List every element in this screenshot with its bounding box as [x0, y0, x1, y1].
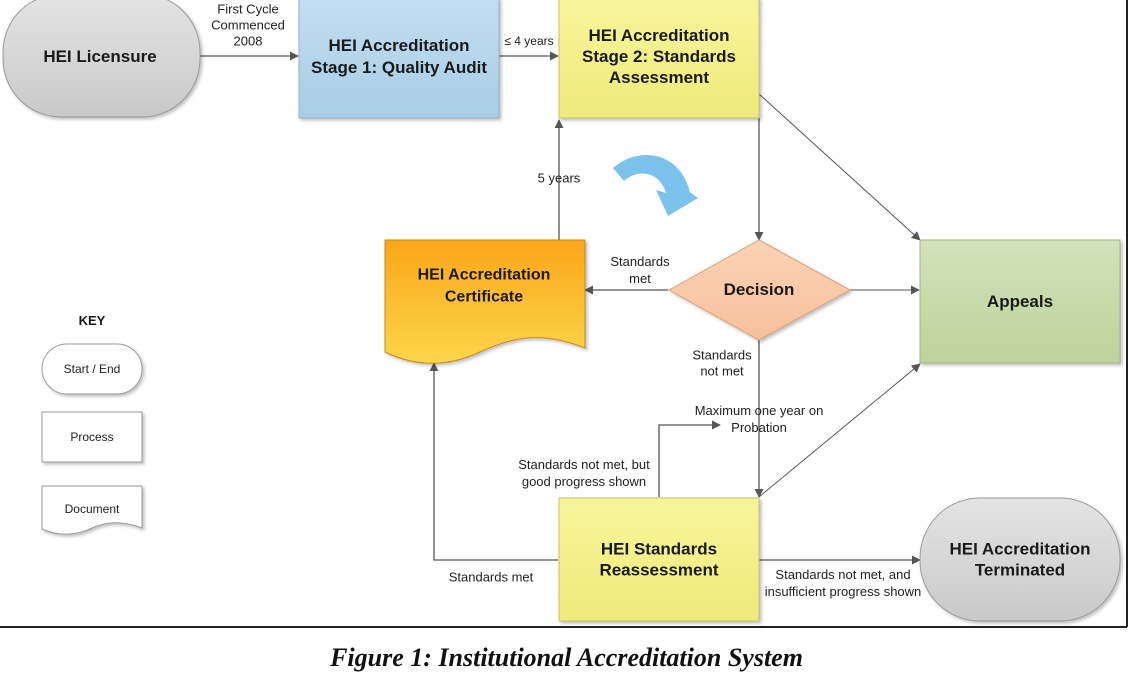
edge-label-standards-met-line: met	[629, 271, 651, 286]
node-accreditation-terminated	[919, 497, 1121, 622]
node-decision	[667, 239, 852, 341]
node-accreditation-certificate	[384, 239, 586, 364]
node-appeals	[919, 239, 1121, 364]
edge-label-standards-met-reassess-line: Standards met	[449, 570, 534, 585]
edge-label-five-years-line: 5 years	[538, 171, 581, 186]
edge-reassessment-to-certificate	[429, 362, 558, 561]
key-title: KEY	[79, 313, 106, 328]
edge-label-standards-met-reassess: Standards met	[449, 570, 534, 585]
edge-label-insufficient-progress-line: Standards not met, and	[775, 567, 910, 582]
edge-progress-to-probation	[658, 420, 721, 497]
edge-stage2-to-appeals	[758, 93, 921, 241]
node-label-licensure: HEI Licensure	[43, 47, 156, 66]
edge-label-insufficient-progress: Standards not met, and insufficient progr…	[765, 567, 922, 599]
key-start-end-shape	[41, 343, 143, 395]
node-label-stage2-line: HEI Accreditation	[588, 26, 729, 45]
node-label-certificate-line: Certificate	[445, 289, 523, 306]
edge-label-insufficient-progress-line: insufficient progress shown	[765, 584, 922, 599]
node-label-stage2-line: Stage 2: Standards	[582, 47, 736, 66]
edge-label-good-progress: Standards not met, but good progress show…	[518, 457, 650, 489]
key-process-shape	[41, 411, 143, 463]
node-label-stage1-line: HEI Accreditation	[328, 36, 469, 55]
node-label-decision-line: Decision	[724, 280, 795, 299]
node-label-decision: Decision	[724, 280, 795, 299]
edge-label-five-years: 5 years	[538, 171, 581, 186]
key-start-end-label: Start / End	[64, 362, 121, 376]
edge-label-standards-not-met-line: Standards	[692, 348, 752, 363]
key-document-shape	[41, 485, 143, 535]
key-document-label: Document	[65, 502, 120, 516]
node-stage1-quality-audit	[298, 0, 500, 119]
node-label-appeals: Appeals	[987, 292, 1053, 311]
node-label-stage2-line: Assessment	[609, 68, 710, 87]
edge-label-first-cycle-line: 2008	[234, 34, 263, 49]
node-label-licensure-line: HEI Licensure	[43, 47, 156, 66]
node-label-stage1-line: Stage 1: Quality Audit	[311, 58, 487, 77]
key-process-label: Process	[70, 430, 113, 444]
edge-label-standards-met: Standards met	[610, 254, 670, 286]
cycle-arrow-icon	[613, 154, 698, 216]
edge-label-first-cycle-line: First Cycle	[217, 2, 278, 17]
figure-caption: Figure 1: Institutional Accreditation Sy…	[330, 643, 803, 672]
edge-label-standards-met-line: Standards	[610, 254, 670, 269]
node-label-reassessment-line: HEI Standards	[601, 539, 717, 558]
edge-label-good-progress-line: Standards not met, but	[518, 457, 650, 472]
edge-label-probation-line: Probation	[731, 420, 787, 435]
node-label-appeals-line: Appeals	[987, 292, 1053, 311]
node-label-reassessment-line: Reassessment	[599, 560, 718, 579]
node-label-terminated-line: Terminated	[975, 560, 1065, 579]
node-label-terminated-line: HEI Accreditation	[949, 539, 1090, 558]
edge-label-probation: Maximum one year on Probation	[695, 403, 824, 435]
node-label-certificate-line: HEI Accreditation	[418, 267, 551, 284]
edge-label-first-cycle-line: Commenced	[211, 18, 285, 33]
edge-label-four-years-line: ≤ 4 years	[504, 34, 553, 48]
edge-label-standards-not-met-line: not met	[700, 364, 744, 379]
edge-label-probation-line: Maximum one year on	[695, 403, 824, 418]
edge-label-good-progress-line: good progress shown	[522, 474, 646, 489]
edge-reassessment-to-appeals	[758, 363, 921, 498]
node-stage2-standards-assessment	[558, 0, 760, 119]
node-standards-reassessment	[558, 497, 760, 622]
node-hei-licensure	[2, 0, 201, 118]
key-legend: KEY Start / End Process Document	[41, 313, 143, 535]
edge-label-four-years: ≤ 4 years	[504, 34, 553, 48]
